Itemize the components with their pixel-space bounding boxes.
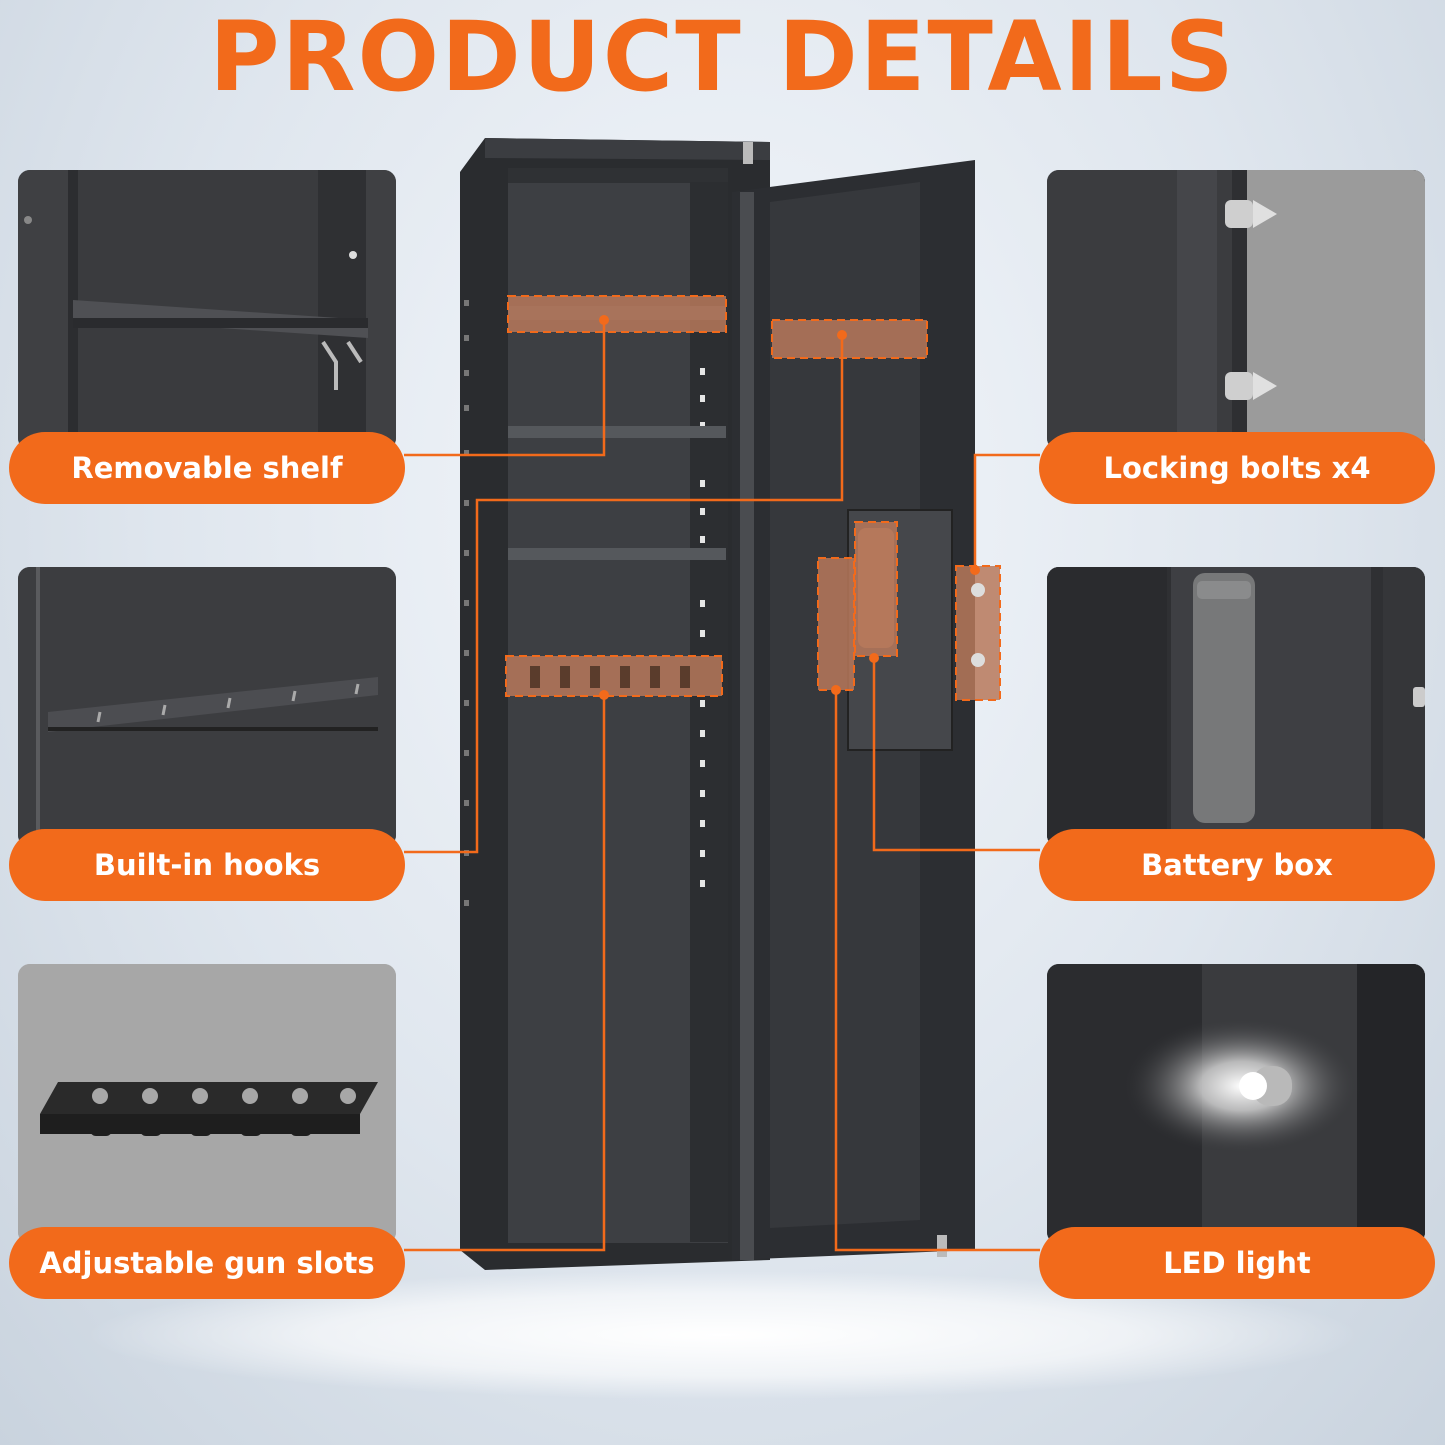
built-in-hooks-label: Built-in hooks	[9, 829, 405, 901]
adjustable-gun-slots-photo	[18, 964, 396, 1244]
led-light-label: LED light	[1039, 1227, 1435, 1299]
page-title: PRODUCT DETAILS	[209, 1, 1236, 113]
gun-safe-illustration	[460, 138, 1001, 1270]
removable-shelf-photo	[18, 170, 396, 450]
built-in-hooks-photo	[18, 567, 396, 847]
battery-box-photo	[1047, 567, 1425, 847]
battery-box-label: Battery box	[1039, 829, 1435, 901]
removable-shelf-label: Removable shelf	[9, 432, 405, 504]
led-light-photo	[1047, 964, 1425, 1244]
locking-bolts-label: Locking bolts x4	[1039, 432, 1435, 504]
locking-bolts-photo	[1047, 170, 1425, 450]
adjustable-gun-slots-label: Adjustable gun slots	[9, 1227, 405, 1299]
